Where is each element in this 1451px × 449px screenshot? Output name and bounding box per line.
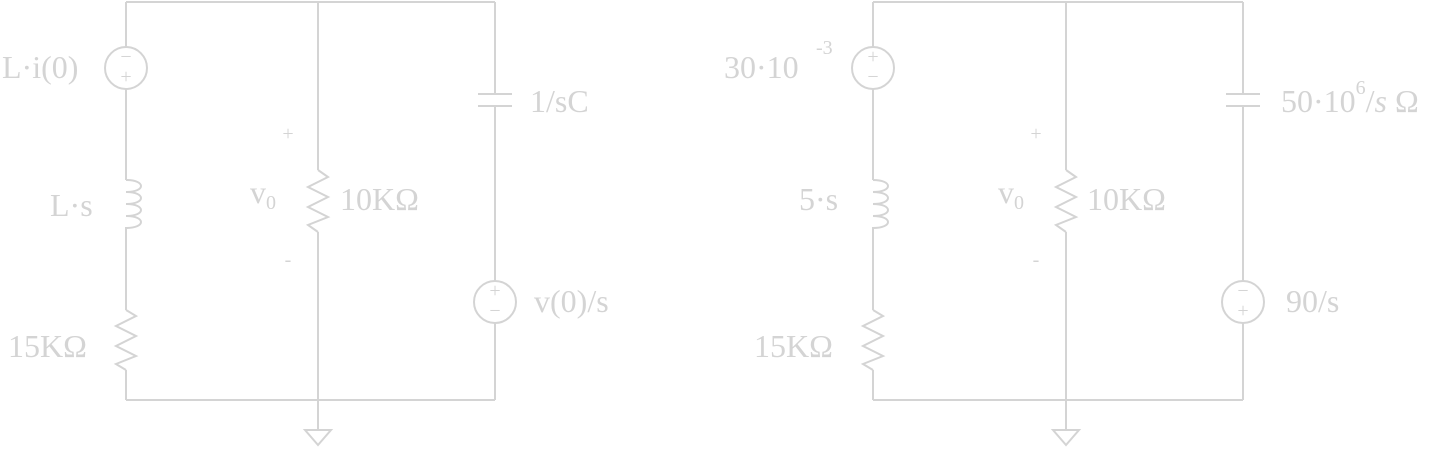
v0-plus: + bbox=[282, 123, 293, 145]
voltage-source-icon: − + bbox=[104, 46, 148, 90]
v0-label: v bbox=[250, 174, 266, 210]
source-polarity-minus: − bbox=[1237, 280, 1248, 302]
ground-icon bbox=[302, 429, 334, 447]
capacitor-unit: Ω bbox=[1387, 83, 1419, 119]
circuit-general: − + L·i(0) L·s 15KΩ 10KΩ + - v 0 1/sC + … bbox=[2, 1, 609, 447]
capacitor-label: 1/sC bbox=[530, 83, 589, 119]
source-polarity-plus: + bbox=[867, 46, 878, 68]
inductor-label: 5·s bbox=[799, 181, 838, 217]
inductor-label: L·s bbox=[50, 187, 93, 223]
resistor-icon bbox=[1053, 169, 1079, 233]
resistor-icon bbox=[860, 309, 886, 371]
source-right-label: v(0)/s bbox=[534, 283, 609, 319]
source-top-exponent: -3 bbox=[816, 37, 833, 59]
v0-minus: - bbox=[1033, 249, 1040, 271]
source-polarity-plus: + bbox=[120, 66, 131, 88]
v0-subscript: 0 bbox=[266, 192, 276, 214]
ground-icon bbox=[1050, 429, 1082, 447]
voltage-source-icon: − + bbox=[1221, 280, 1265, 324]
voltage-source-icon: + − bbox=[851, 46, 895, 90]
circuit-numeric: + − 30·10 -3 5·s 15KΩ 10KΩ + - v 0 50·10… bbox=[724, 1, 1419, 447]
inductor-icon bbox=[872, 179, 889, 232]
v0-plus: + bbox=[1030, 123, 1041, 145]
capacitor-icon bbox=[1226, 93, 1260, 107]
inductor-icon bbox=[125, 179, 142, 232]
source-top-label: L·i(0) bbox=[2, 49, 78, 85]
v0-label: v bbox=[998, 174, 1014, 210]
source-top-base: 30·10 bbox=[724, 49, 799, 85]
v0-minus: - bbox=[285, 249, 292, 271]
capacitor-s: s bbox=[1375, 83, 1387, 119]
capacitor-label: 50·106/s Ω bbox=[1281, 77, 1419, 119]
voltage-source-icon: + − bbox=[473, 280, 517, 324]
resistor-icon bbox=[113, 309, 139, 371]
source-right-label: 90/s bbox=[1286, 283, 1339, 319]
capacitor-exponent: 6 bbox=[1356, 77, 1366, 99]
resistor-middle-label: 10KΩ bbox=[340, 181, 419, 217]
source-polarity-minus: − bbox=[867, 66, 878, 88]
source-polarity-minus: − bbox=[489, 300, 500, 322]
resistor-series-label: 15KΩ bbox=[754, 328, 833, 364]
resistor-series-label: 15KΩ bbox=[8, 328, 87, 364]
capacitor-slash: / bbox=[1366, 83, 1375, 119]
right-wires bbox=[872, 1, 1244, 430]
capacitor-base: 50·10 bbox=[1281, 83, 1356, 119]
v0-subscript: 0 bbox=[1014, 192, 1024, 214]
left-wires bbox=[125, 1, 496, 430]
source-polarity-plus: + bbox=[1237, 300, 1248, 322]
source-polarity-plus: + bbox=[489, 280, 500, 302]
resistor-middle-label: 10KΩ bbox=[1087, 181, 1166, 217]
capacitor-icon bbox=[478, 93, 512, 107]
resistor-icon bbox=[305, 169, 331, 233]
source-polarity-minus: − bbox=[120, 46, 131, 68]
